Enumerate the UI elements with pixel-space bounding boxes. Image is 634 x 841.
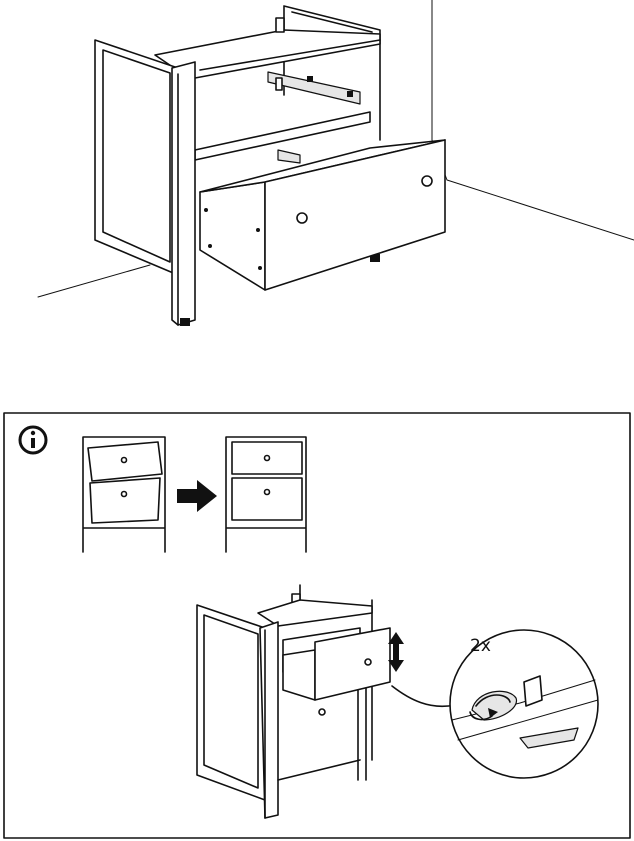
info-icon (18, 425, 48, 455)
drawer-slide-lower (277, 149, 301, 164)
cabinet-left-panel (94, 39, 179, 276)
aligned-drawers-illustration (225, 436, 307, 553)
floor-line-right (431, 139, 634, 241)
aligned-drawer-bottom (231, 477, 303, 521)
lower-cabinet-side-panel (196, 604, 266, 801)
drawer-adjustment-illustration (196, 584, 456, 819)
drawer-slide-upper (267, 71, 361, 105)
misaligned-drawers-illustration (82, 436, 166, 553)
right-arrow-icon (177, 480, 217, 512)
drawer-side-panel (199, 181, 266, 291)
drawer-knob-right (421, 175, 433, 187)
repeat-count-label: 2x (470, 636, 491, 656)
info-panel-frame (3, 412, 631, 839)
adjustment-detail-callout (449, 629, 599, 779)
up-down-arrow-icon (388, 632, 404, 672)
drawer-front-panel (264, 139, 446, 291)
drawer-knob-left (296, 212, 308, 224)
cabinet-with-drawer-illustration (37, 0, 634, 326)
lower-drawer-front (314, 627, 391, 701)
crooked-drawer-bottom (89, 477, 161, 524)
floor-line-left (37, 264, 151, 298)
cabinet-front-leg (171, 61, 196, 326)
slide-clip (523, 675, 543, 707)
lower-drawer-box (282, 649, 316, 701)
